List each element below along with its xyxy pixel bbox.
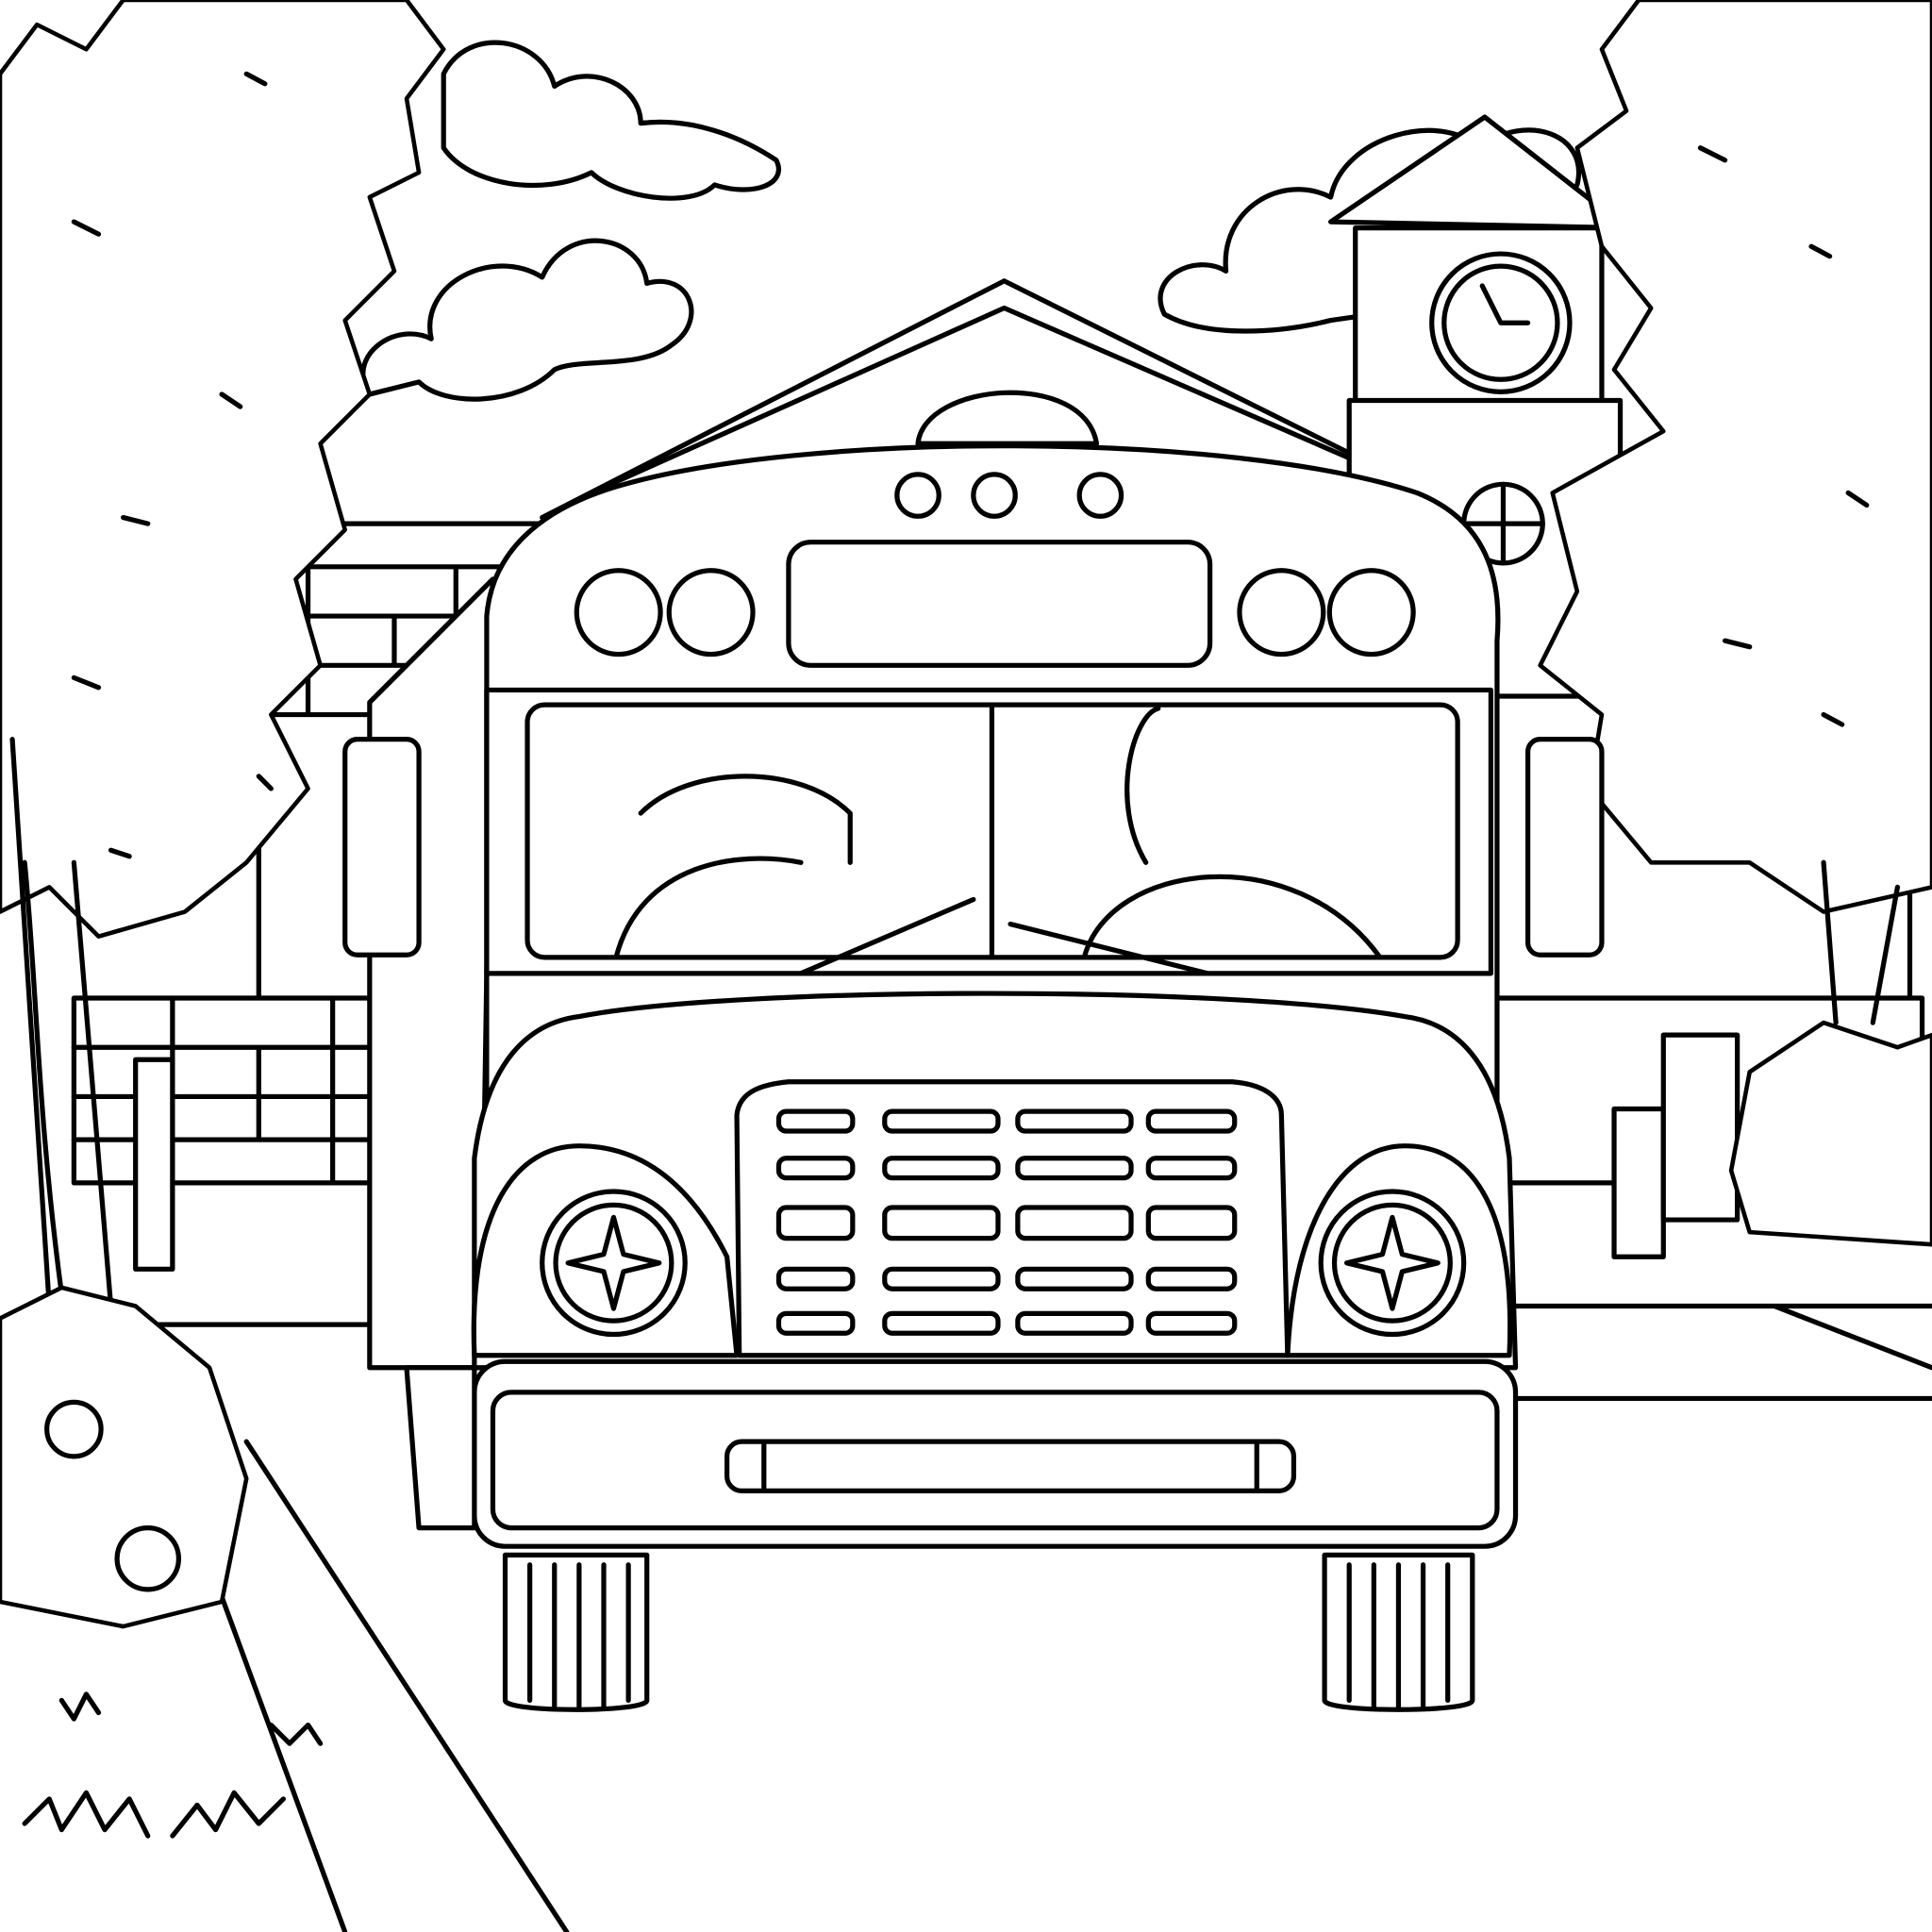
headlight-right bbox=[1318, 1189, 1467, 1338]
mirror-right bbox=[1524, 737, 1605, 958]
bush-left bbox=[0, 1285, 324, 1839]
mirror-left bbox=[342, 737, 422, 958]
destination-sign bbox=[786, 540, 1213, 668]
grille-slats bbox=[775, 1108, 1238, 1336]
tree-left bbox=[0, 0, 446, 1309]
wheel-left bbox=[502, 1552, 650, 1712]
road bbox=[0, 1303, 1932, 1932]
tree-right bbox=[1538, 0, 1932, 1247]
headlight-left bbox=[540, 1189, 688, 1338]
school-bus bbox=[342, 390, 1605, 1712]
cloud-left bbox=[360, 40, 781, 402]
